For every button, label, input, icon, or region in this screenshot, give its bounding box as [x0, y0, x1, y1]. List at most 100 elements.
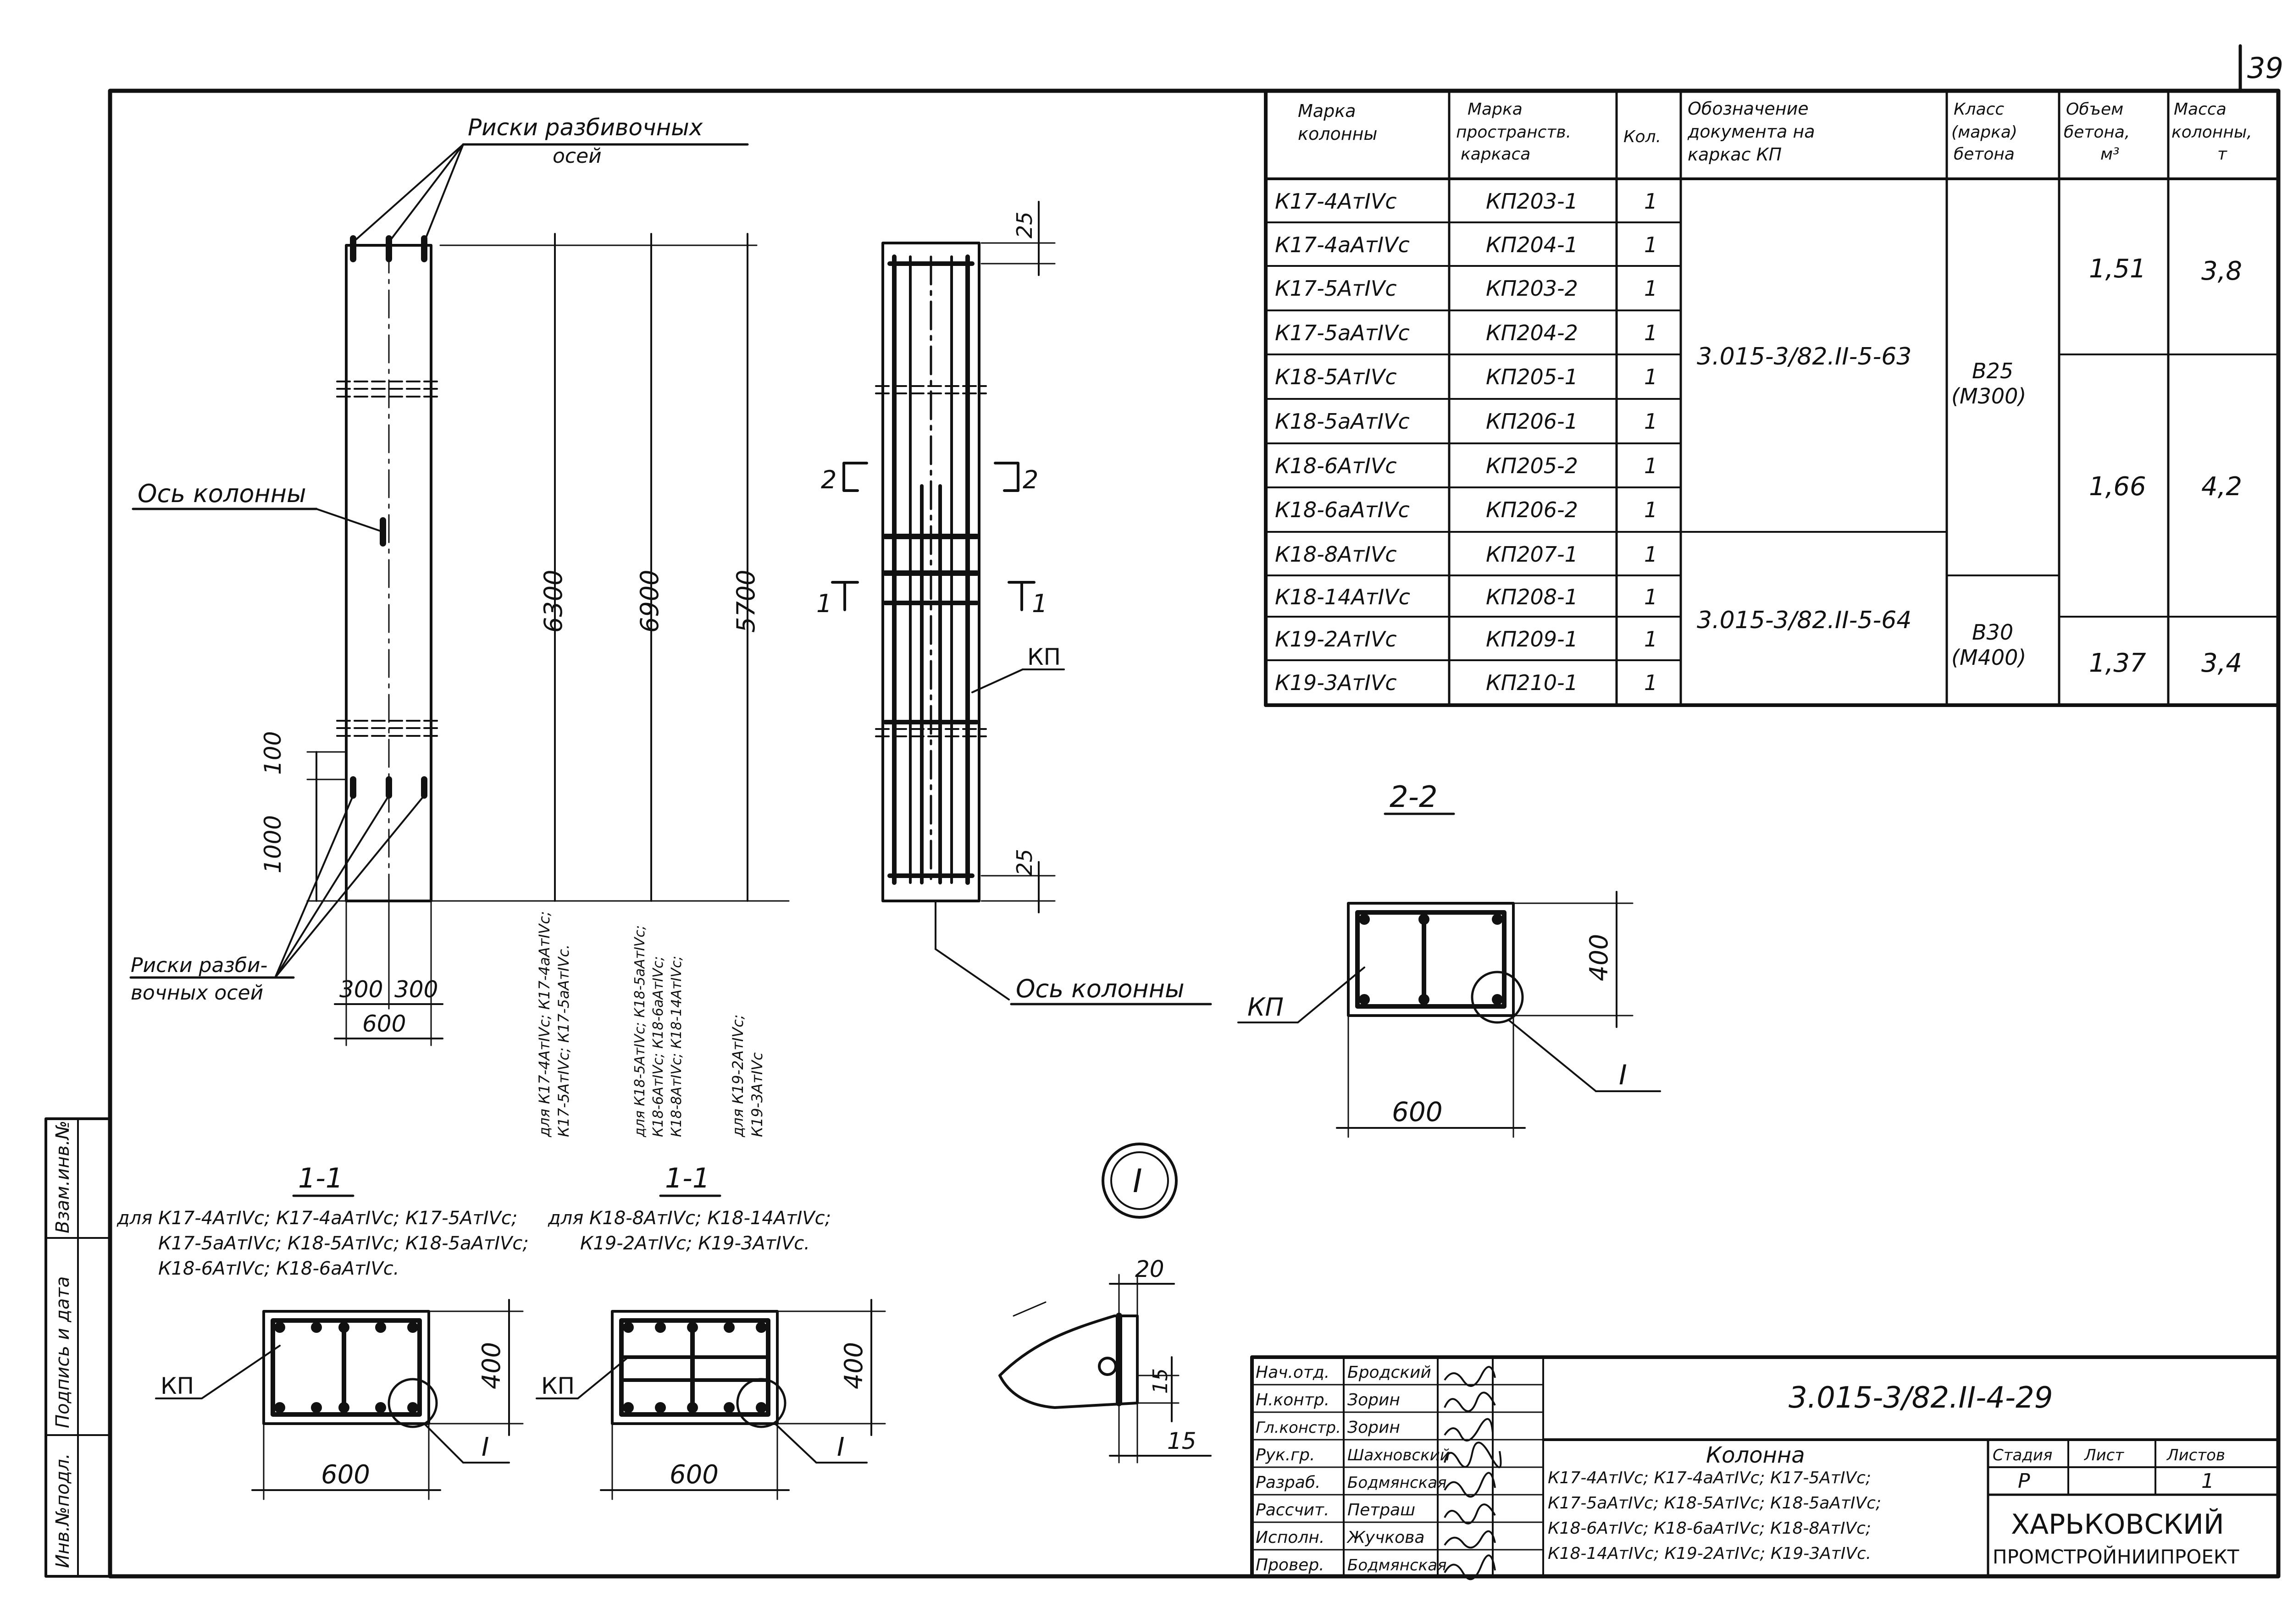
bar-dot: [687, 1402, 698, 1413]
svg-text:1: 1: [1644, 542, 1657, 567]
risk-label-bottom-1: Риски разби-: [131, 954, 267, 977]
dim-1000: 1000: [260, 815, 286, 873]
svg-text:К19-3АтIVс: К19-3АтIVс: [1275, 670, 1397, 695]
class-group-1a: В25: [1972, 359, 2013, 383]
bar-dot: [1359, 994, 1370, 1005]
tb-code: 3.015-3/82.II-4-29: [1789, 1381, 2053, 1415]
table-row: К19-2АтIVс КП209-1 1: [1275, 627, 1657, 652]
tb-name-title: Колонна: [1706, 1442, 1805, 1468]
tb-name-5: Петраш: [1347, 1501, 1415, 1519]
mass-3: 3,4: [2201, 648, 2242, 678]
tb-org-2: ПРОМСТРОЙНИИПРОЕКТ: [1993, 1545, 2239, 1568]
svg-text:К17-4аАтIVс: К17-4аАтIVс: [1275, 232, 1410, 257]
section-1-1-a-note2: К17-5аАтIVс; К18-5АтIVс; К18-5аАтIVс;: [158, 1233, 529, 1254]
dim-600-1-1-a: 600: [321, 1460, 370, 1490]
section-1-1-a-note3: К18-6АтIVс; К18-6аАтIVс.: [158, 1258, 399, 1279]
bar-dot: [1418, 914, 1429, 925]
tb-org-1: ХАРЬКОВСКИЙ: [2011, 1508, 2224, 1541]
bar-dot: [756, 1322, 767, 1333]
section-1-1-b-note1: для К18-8АтIVс; К18-14АтIVс;: [548, 1208, 831, 1229]
bar-dot: [375, 1322, 386, 1333]
svg-text:КП206-2: КП206-2: [1486, 497, 1578, 522]
svg-text:КП205-1: КП205-1: [1486, 365, 1578, 389]
bar-dot: [375, 1402, 386, 1413]
bar-dot: [1359, 914, 1370, 925]
dim-400-2-2: 400: [1584, 934, 1613, 981]
section-mark-1-right: 1: [1032, 589, 1047, 618]
bar-dot: [623, 1322, 634, 1333]
svg-text:К18-5АтIVс: К18-5АтIVс: [1275, 365, 1397, 389]
svg-text:К18-5аАтIVс: К18-5аАтIVс: [1275, 409, 1410, 434]
svg-text:К17-5АтIVс: К17-5АтIVс: [1275, 276, 1397, 301]
risk-label-top-2: осей: [553, 144, 602, 168]
svg-text:КП210-1: КП210-1: [1486, 670, 1578, 695]
node-detail-label: I: [1133, 1162, 1142, 1200]
section-1-1-a-note1: для К17-4АтIVс; К17-4аАтIVс; К17-5АтIVс;: [116, 1208, 517, 1229]
tb-name-3: Шахновский: [1347, 1446, 1450, 1464]
bar-dot: [655, 1322, 666, 1333]
svg-text:К17-5аАтIVс: К17-5аАтIVс: [1275, 320, 1410, 345]
kp-label-cage: КП: [1027, 644, 1061, 670]
dim-20: 20: [1135, 1256, 1164, 1282]
th-class: Класс(марка)бетона: [1951, 100, 2017, 164]
volume-1: 1,51: [2089, 254, 2146, 284]
dim-300-left: 300: [339, 976, 383, 1003]
mass-2: 4,2: [2201, 472, 2242, 502]
section-mark-1-left: 1: [816, 589, 832, 618]
bar-dot: [623, 1402, 634, 1413]
tb-name-7: Бодмянская: [1347, 1556, 1446, 1574]
svg-text:КП209-1: КП209-1: [1486, 627, 1578, 652]
bar-dot: [274, 1322, 285, 1333]
svg-text:КП204-2: КП204-2: [1486, 320, 1578, 345]
node-label-1-1-b: I: [837, 1432, 845, 1462]
tb-role-2: Гл.констр.: [1256, 1419, 1341, 1437]
bar-dot: [311, 1322, 322, 1333]
svg-text:К19-2АтIVс: К19-2АтIVс: [1275, 627, 1397, 652]
dim-25-bottom: 25: [1012, 849, 1037, 876]
note-k18-line2: К18-6АтIVс; К18-6аАтIVс;: [650, 956, 666, 1137]
tb-role-3: Рук.гр.: [1256, 1446, 1315, 1464]
bar-dot: [655, 1402, 666, 1413]
tb-role-4: Разраб.: [1256, 1473, 1320, 1492]
section-1-1-b-title: 1-1: [665, 1162, 710, 1194]
svg-text:1: 1: [1644, 409, 1657, 434]
dim-25-top: 25: [1012, 211, 1037, 238]
doc-group-1: 3.015-3/82.II-5-63: [1697, 343, 1911, 370]
note-k19-line1: для К19-2АтIVс;: [729, 1014, 747, 1138]
dim-15-horizontal: 15: [1167, 1428, 1196, 1454]
tb-name-0: Бродский: [1347, 1363, 1431, 1382]
note-k17-line1: для К17-4АтIVс; К17-4аАтIVс;: [536, 911, 553, 1138]
table-row-lines: [1266, 221, 2278, 661]
note-k18-line3: К18-8АтIVс; К18-14АтIVс;: [669, 956, 685, 1137]
bar-dot: [338, 1402, 349, 1413]
tb-stage: Р: [2018, 1469, 2030, 1493]
svg-text:КП203-1: КП203-1: [1486, 189, 1578, 214]
svg-text:1: 1: [1644, 585, 1657, 609]
title-block-rows: [1252, 1384, 1543, 1551]
bar-dot: [1492, 914, 1503, 925]
bar-dot: [338, 1322, 349, 1333]
volume-2: 1,66: [2089, 472, 2146, 502]
tb-role-6: Исполн.: [1256, 1528, 1324, 1547]
class-group-1b: (М300): [1951, 384, 2026, 409]
node-label-2-2: I: [1619, 1059, 1627, 1091]
bar-dot: [274, 1402, 285, 1413]
tb-stage-label: Стадия: [1993, 1446, 2052, 1464]
dim-600-elev: 600: [362, 1011, 406, 1037]
dim-6300: 6300: [539, 570, 568, 633]
risk-label-bottom-2: вочных осей: [131, 981, 263, 1005]
class-group-2b: (М400): [1951, 645, 2026, 670]
svg-text:КП205-2: КП205-2: [1486, 453, 1578, 478]
svg-text:1: 1: [1644, 627, 1657, 652]
doc-group-2: 3.015-3/82.II-5-64: [1697, 607, 1911, 634]
svg-text:1: 1: [1644, 497, 1657, 522]
bar-dot: [724, 1322, 735, 1333]
axis-label-column: Ось колонны: [138, 479, 306, 508]
svg-text:1: 1: [1644, 276, 1657, 301]
